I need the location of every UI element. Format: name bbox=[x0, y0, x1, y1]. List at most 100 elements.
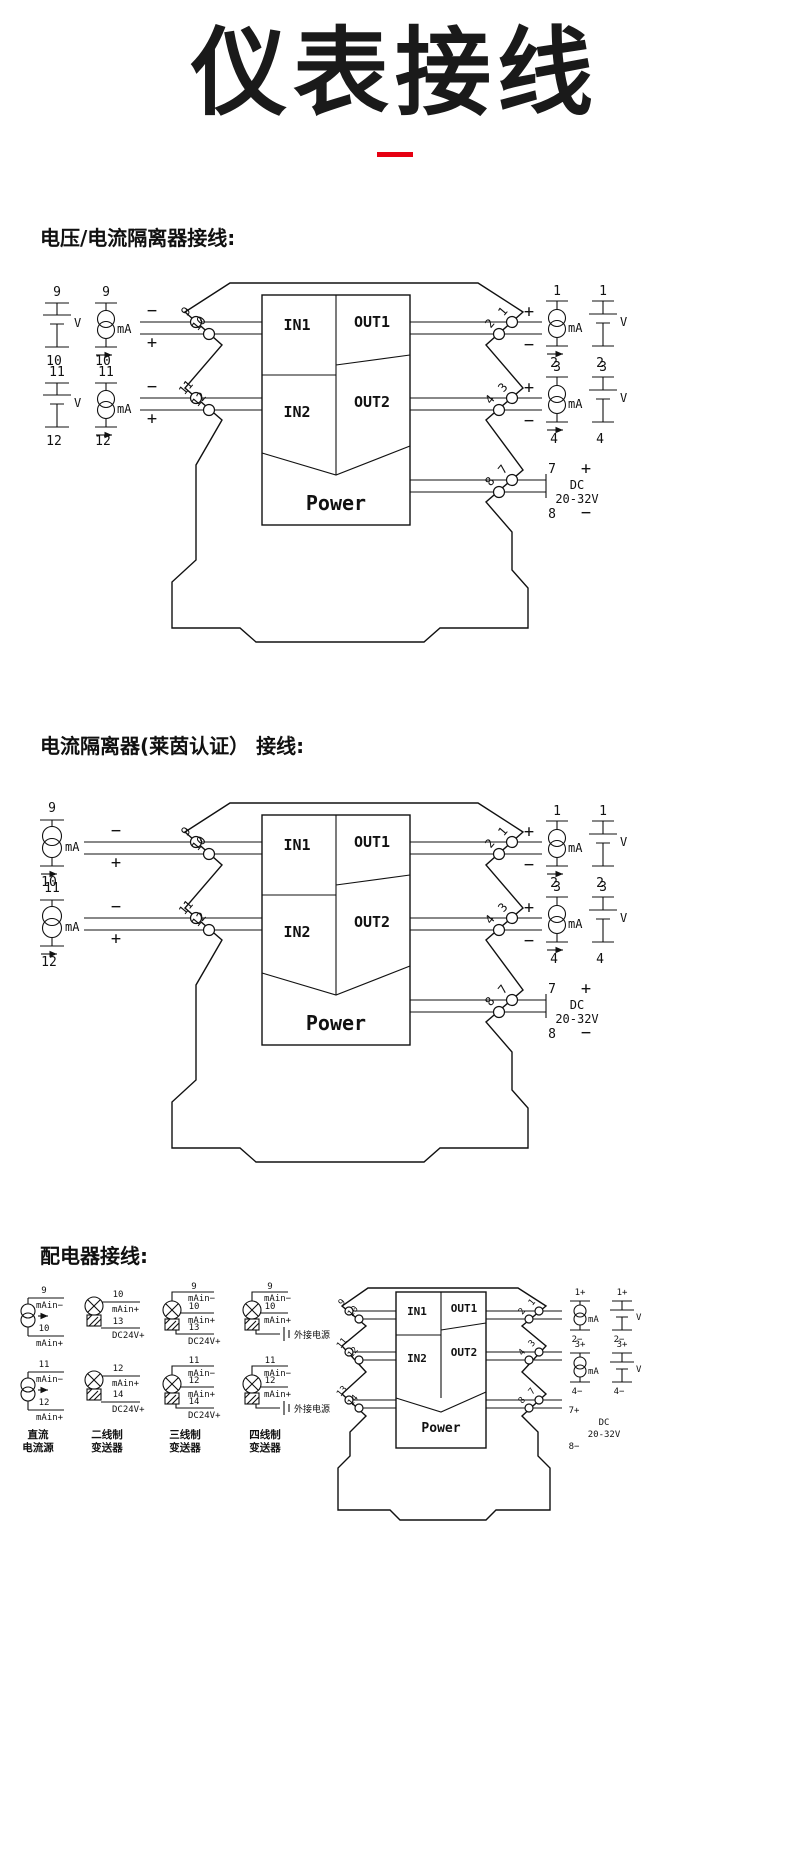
external-wires bbox=[533, 1310, 562, 1409]
label-in2: IN2 bbox=[407, 1352, 427, 1365]
wire-label: mAin− bbox=[188, 1369, 216, 1379]
wire-number: 12 bbox=[39, 1398, 50, 1408]
wire-number: 9 bbox=[191, 1282, 196, 1292]
title-underline bbox=[377, 152, 413, 157]
source-bottom-number: 12 bbox=[41, 955, 57, 970]
power-terminal-8: 8− bbox=[569, 1442, 580, 1452]
ma-unit-label: mA bbox=[588, 1315, 599, 1325]
v-unit-label: V bbox=[74, 316, 81, 330]
wire-label: DC24V+ bbox=[112, 1405, 145, 1415]
dc-label: DC bbox=[599, 1418, 610, 1428]
wire-number: 14 bbox=[113, 1390, 124, 1400]
function-blocks: IN1 OUT1 IN2 OUT2 Power bbox=[395, 1291, 487, 1449]
meter-bottom-number: 2− bbox=[572, 1335, 583, 1345]
label-power: Power bbox=[421, 1421, 460, 1436]
wire-number: 10 bbox=[113, 1290, 124, 1300]
output1-v-meter: 1+ V 2− bbox=[610, 1288, 642, 1345]
wire-label: mAin− bbox=[36, 1375, 64, 1385]
terminal-label-4: 4 bbox=[517, 1347, 528, 1358]
plus-sign: + bbox=[111, 853, 121, 873]
group-label: 变送器 bbox=[249, 1441, 281, 1454]
source-bottom-number: 10 bbox=[95, 354, 111, 369]
wire-number: 11 bbox=[265, 1356, 276, 1366]
input-current-source-1: 9 mA 10 bbox=[95, 285, 132, 369]
wire-number: 12 bbox=[265, 1376, 276, 1386]
ma-unit-label: mA bbox=[65, 840, 80, 854]
input-wire-extensions bbox=[84, 841, 142, 931]
wire-label: DC24V+ bbox=[188, 1337, 221, 1347]
meter-top-number: 3+ bbox=[617, 1340, 628, 1350]
terminal-label-8: 8 bbox=[517, 1395, 528, 1406]
meter-top-number: 3+ bbox=[575, 1340, 586, 1350]
meter-bottom-number: 2− bbox=[614, 1335, 625, 1345]
wire-number: 9 bbox=[41, 1286, 46, 1296]
input-polarity-signs: − + − + bbox=[111, 821, 121, 949]
output1-ma-meter: 1+ mA 2− bbox=[570, 1288, 599, 1345]
terminal-label-3: 3 bbox=[527, 1338, 538, 1349]
group-label: 变送器 bbox=[169, 1441, 201, 1454]
plus-sign: + bbox=[147, 333, 157, 353]
source-bottom-number: 12 bbox=[46, 434, 62, 449]
wire-label: DC24V+ bbox=[112, 1331, 145, 1341]
four-wire-transmitter-group: 9 mAin− 10 mAin+ 外接电源 11 mAin− 12 mAin+ … bbox=[242, 1282, 330, 1454]
terminal-label-1: 1 bbox=[527, 1297, 538, 1308]
three-wire-transmitter-group: 9 mAin− 10 mAin+ 13 DC24V+ 11 mAin− 12 m… bbox=[162, 1282, 221, 1454]
wire-label: mAin− bbox=[188, 1294, 216, 1304]
section-3-heading: 配电器接线: bbox=[40, 1244, 148, 1268]
wire-number: 13 bbox=[189, 1323, 200, 1333]
external-power-label: 外接电源 bbox=[294, 1329, 330, 1341]
terminal-label-9: 9 bbox=[337, 1297, 348, 1308]
group-label: 二线制 bbox=[91, 1428, 123, 1441]
plus-sign: + bbox=[111, 929, 121, 949]
source-bottom-number: 12 bbox=[95, 434, 111, 449]
input-voltage-source-1: 9 V 10 bbox=[43, 285, 81, 369]
wire-number: 13 bbox=[113, 1317, 124, 1327]
diagram-voltage-current-isolator: IN1 OUT1 IN2 OUT2 Power 9 10 bbox=[43, 270, 790, 660]
input-current-source-1: 9 mA 10 bbox=[40, 801, 80, 890]
output2-v-meter: 3+ V 4− bbox=[610, 1340, 642, 1397]
device-outline bbox=[337, 1287, 551, 1521]
wire-label: mAin+ bbox=[264, 1316, 292, 1326]
output2-ma-meter: 3+ mA 4− bbox=[570, 1340, 599, 1397]
dc-current-source-group: 9 mAin− 10 mAin+ 11 mAin− 12 mAin+ 直流 电流… bbox=[21, 1286, 64, 1454]
wire-label: mAin+ bbox=[188, 1390, 216, 1400]
page-title: 仪表接线 bbox=[191, 17, 599, 129]
terminal-numbers: 9 10 11 12 13 14 1 2 3 4 7 8 bbox=[335, 1297, 538, 1408]
wire-number: 11 bbox=[189, 1356, 200, 1366]
internal-wires bbox=[353, 1310, 535, 1409]
ma-unit-label: mA bbox=[588, 1367, 599, 1377]
input-polarity-signs: − + − + bbox=[147, 301, 157, 429]
group-label: 四线制 bbox=[249, 1428, 281, 1441]
group-label: 三线制 bbox=[169, 1428, 201, 1441]
section-2-heading: 电流隔离器(莱茵认证） 接线: bbox=[40, 734, 305, 758]
wire-label: mAin− bbox=[264, 1369, 292, 1379]
external-power-label: 外接电源 bbox=[294, 1403, 330, 1415]
label-out2: OUT2 bbox=[451, 1346, 478, 1359]
meter-bottom-number: 4− bbox=[614, 1387, 625, 1397]
wire-number: 10 bbox=[39, 1324, 50, 1334]
wire-label: mAin− bbox=[36, 1301, 64, 1311]
wire-number: 12 bbox=[189, 1376, 200, 1386]
power-supply-labels: 7+ DC 20-32V 8− bbox=[569, 1406, 621, 1452]
source-top-number: 11 bbox=[49, 365, 65, 380]
power-terminal-7: 7+ bbox=[569, 1406, 580, 1416]
group-label: 直流 bbox=[28, 1428, 49, 1441]
wire-label: mAin+ bbox=[36, 1339, 64, 1349]
wire-label: mAin+ bbox=[188, 1316, 216, 1326]
source-top-number: 9 bbox=[102, 285, 110, 300]
terminals bbox=[344, 1306, 544, 1413]
isolator-device-instance bbox=[140, 283, 627, 642]
terminal-label-7: 7 bbox=[527, 1386, 538, 1397]
v-unit-label: V bbox=[636, 1313, 642, 1323]
wire-label: mAin− bbox=[264, 1294, 292, 1304]
meter-top-number: 1+ bbox=[575, 1288, 586, 1298]
ma-unit-label: mA bbox=[65, 920, 80, 934]
wire-number: 9 bbox=[267, 1282, 272, 1292]
external-battery-icon bbox=[283, 1327, 290, 1415]
wire-label: DC24V+ bbox=[188, 1411, 221, 1421]
wire-number: 10 bbox=[189, 1302, 200, 1312]
minus-sign: − bbox=[147, 301, 157, 321]
meter-top-number: 1+ bbox=[617, 1288, 628, 1298]
wire-label: mAin+ bbox=[264, 1390, 292, 1400]
